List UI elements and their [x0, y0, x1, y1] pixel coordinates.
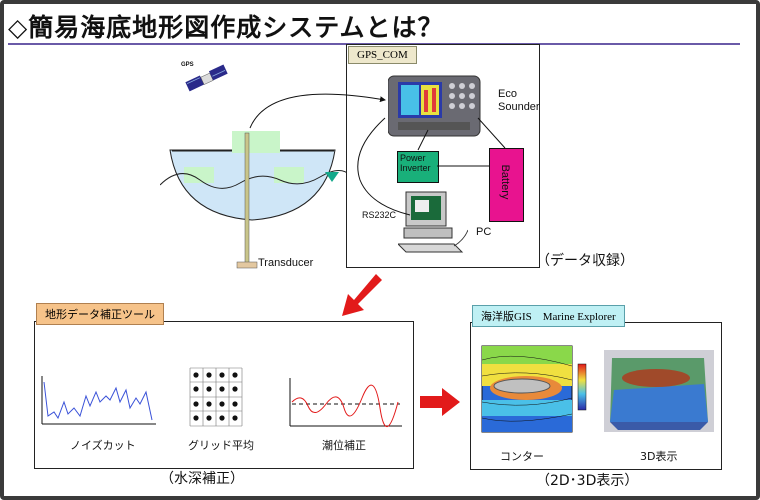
- rs232c-label: RS232C: [362, 210, 397, 220]
- gps-com-tab: GPS_COM: [348, 46, 417, 64]
- marine-explorer-tab: 海洋版GIS Marine Explorer: [472, 305, 625, 327]
- eco-sounder-label: Eco Sounder: [498, 88, 540, 113]
- tide-correction-chart: [289, 378, 402, 428]
- data-recording-caption: （データ収録）: [536, 253, 634, 269]
- down-left-arrow-icon: [342, 274, 382, 316]
- gps-satellite-icon: [185, 64, 228, 92]
- grid-average-label: グリッド平均: [188, 439, 254, 452]
- tide-correction-label: 潮位補正: [322, 439, 366, 452]
- depth-correction-caption: （水深補正）: [160, 471, 244, 487]
- right-arrow-icon: [420, 388, 460, 416]
- pc-icon: [398, 191, 468, 253]
- power-inverter-label: Power Inverter: [400, 153, 431, 173]
- gps-label: GPS: [181, 62, 194, 68]
- power-inverter-block: [397, 151, 439, 183]
- transducer-label: Transducer: [258, 257, 314, 269]
- grid-average-diagram: [189, 367, 243, 427]
- contour-label: コンター: [500, 450, 544, 463]
- battery-block: [489, 148, 524, 222]
- boat-illustration: [160, 64, 350, 269]
- eco-sounder-device-icon: [388, 75, 481, 137]
- slide-title: ◇簡易海底地形図作成システムとは？: [8, 13, 444, 42]
- correction-tool-tab: 地形データ補正ツール: [36, 303, 164, 325]
- 3d-view-label: 3D表示: [640, 450, 678, 463]
- noise-cut-chart: [41, 376, 156, 425]
- pc-label: PC: [476, 226, 492, 238]
- 2d-3d-display-caption: （2D･3D表示）: [536, 473, 639, 489]
- contour-map-image: [481, 345, 587, 433]
- 3d-view-image: [604, 350, 714, 432]
- noise-cut-label: ノイズカット: [70, 439, 136, 452]
